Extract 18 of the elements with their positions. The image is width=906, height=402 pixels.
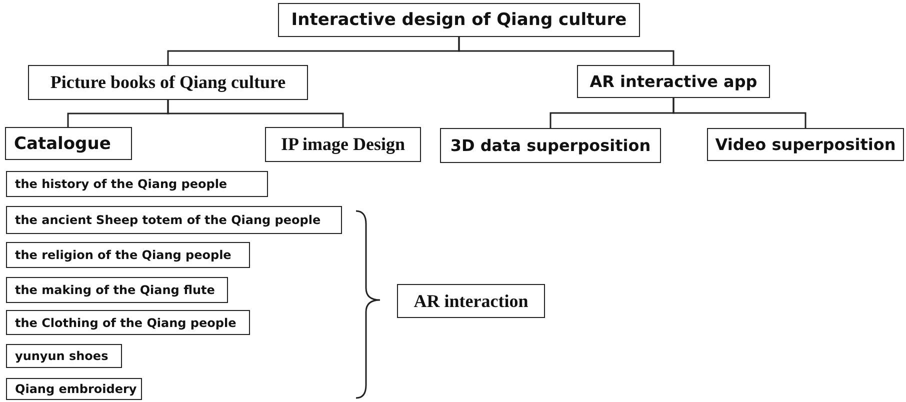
topic-box: the Clothing of the Qiang people: [6, 310, 250, 335]
topic-box: Qiang embroidery: [6, 378, 142, 400]
subcategory-box: 3D data superposition: [440, 128, 661, 163]
topic-box: yunyun shoes: [6, 344, 122, 368]
connector-line: [458, 37, 674, 65]
subcategory-box: IP image Design: [265, 127, 421, 162]
connector-line: [167, 100, 344, 127]
category-box: AR interactive app: [577, 65, 770, 98]
topic-box: the history of the Qiang people: [6, 171, 268, 197]
topic-box: the religion of the Qiang people: [6, 242, 250, 268]
subcategory-box: Video superposition: [707, 128, 904, 161]
category-box: Picture books of Qiang culture: [28, 65, 308, 100]
topic-box: the ancient Sheep totem of the Qiang people: [6, 206, 342, 234]
interaction-box: AR interaction: [397, 284, 545, 318]
topic-box: the making of the Qiang flute: [6, 277, 228, 303]
subcategory-box: Catalogue: [5, 127, 132, 160]
connector-line: [672, 98, 806, 128]
root-box: Interactive design of Qiang culture: [278, 3, 640, 37]
